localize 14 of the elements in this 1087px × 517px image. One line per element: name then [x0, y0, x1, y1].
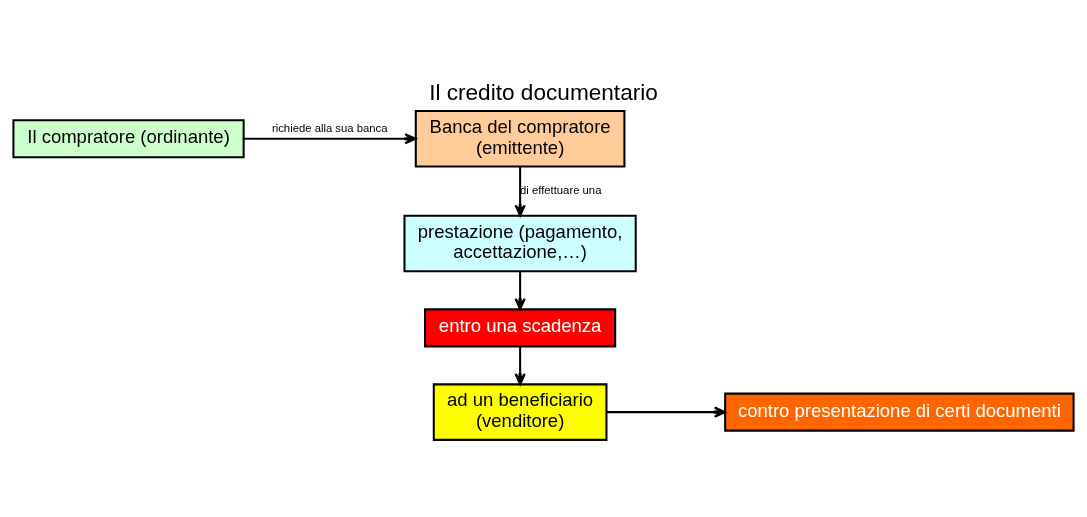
node-box: Il compratore (ordinante) [12, 118, 245, 158]
diagram-title: Il credito documentario [429, 79, 658, 105]
arrow [606, 406, 727, 418]
node-box: contro presentazione di certi documenti [724, 392, 1075, 432]
arrow [514, 166, 526, 217]
arrow [514, 346, 526, 385]
arrow [243, 132, 417, 144]
node-box: entro una scadenza [424, 307, 617, 347]
edge-label: richiede alla sua banca [271, 121, 388, 134]
node-box: ad un beneficiario (venditore) [432, 382, 608, 441]
arrow [514, 271, 526, 310]
node-box: prestazione (pagamento, accettazione,…) [403, 214, 637, 272]
edge-label: di effettuare una [519, 183, 602, 196]
node-box: Banca del compratore (emittente) [414, 109, 626, 168]
